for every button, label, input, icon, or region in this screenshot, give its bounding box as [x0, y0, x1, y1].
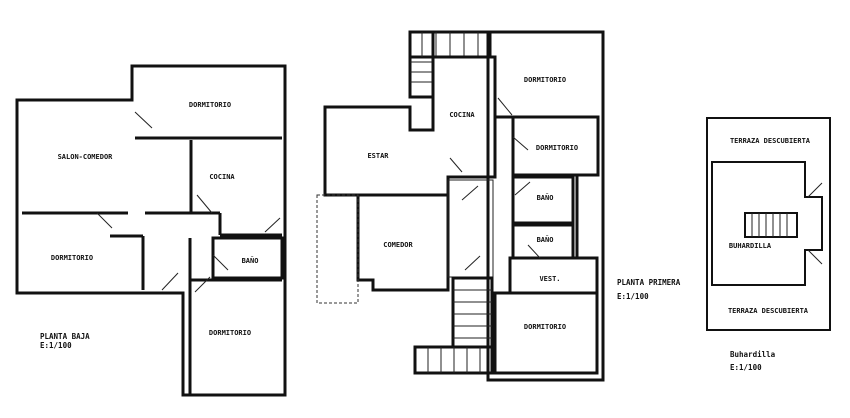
room-label: BAÑO — [242, 256, 259, 265]
planta-baja-labels: DORMITORIO SALON-COMEDOR COCINA DORMITOR… — [40, 101, 258, 350]
plan-title: Buhardilla — [730, 350, 776, 359]
room-label: ESTAR — [367, 152, 389, 160]
room-label: BAÑO — [537, 235, 554, 244]
room-label: COCINA — [449, 111, 475, 119]
buhardilla-plan — [706, 117, 831, 331]
room-label: TERRAZA DESCUBIERTA — [728, 307, 809, 315]
room-label: DORMITORIO — [524, 76, 566, 84]
room-label: COCINA — [209, 173, 235, 181]
room-label: COMEDOR — [383, 241, 413, 249]
room-label: SALON-COMEDOR — [58, 153, 114, 161]
plan-scale: E:1/100 — [40, 341, 72, 350]
planta-primera-plan — [316, 30, 605, 382]
plan-scale: E:1/100 — [617, 292, 649, 301]
plan-title: PLANTA PRIMERA — [617, 278, 681, 287]
room-label: VEST. — [539, 275, 560, 283]
room-label: BAÑO — [537, 193, 554, 202]
room-label: DORMITORIO — [524, 323, 566, 331]
room-label: DORMITORIO — [536, 144, 578, 152]
planta-baja-plan — [15, 64, 287, 397]
room-label: DORMITORIO — [189, 101, 231, 109]
room-label: DORMITORIO — [51, 254, 93, 262]
room-label: BUHARDILLA — [729, 242, 772, 250]
planta-primera-labels: DORMITORIO COCINA DORMITORIO ESTAR BAÑO … — [367, 76, 680, 331]
plan-title: PLANTA BAJA — [40, 332, 90, 341]
room-label: TERRAZA DESCUBIERTA — [730, 137, 811, 145]
room-label: DORMITORIO — [209, 329, 251, 337]
buhardilla-labels: TERRAZA DESCUBIERTA BUHARDILLA TERRAZA D… — [728, 137, 811, 372]
plan-scale: E:1/100 — [730, 363, 762, 372]
